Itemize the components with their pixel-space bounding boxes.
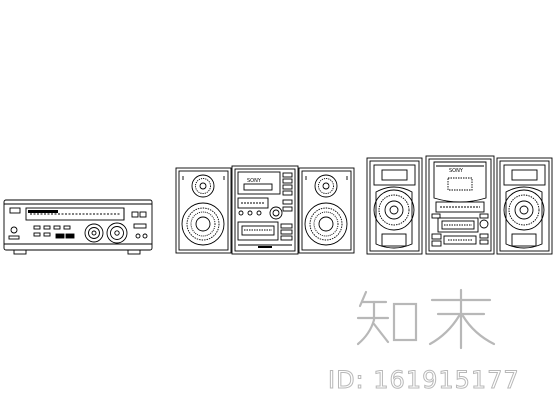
stereo2-left-speaker: [366, 157, 423, 255]
stereo2-brand: SONY: [449, 168, 464, 174]
stereo1-left-speaker: [175, 167, 232, 254]
woofer: [181, 202, 225, 246]
input-selector-knob: [84, 223, 104, 243]
cassette-deck: [237, 221, 279, 241]
stereo2-display: [435, 201, 485, 213]
cd-lid: [237, 171, 281, 195]
tweeter: [314, 174, 338, 198]
stereo2-right-speaker: [496, 157, 553, 255]
stereo1-volume-knob: [269, 206, 283, 220]
watermark-id: ID: 161915177: [328, 366, 520, 395]
cassette-deck: [437, 217, 479, 233]
receiver-button-row: [33, 225, 75, 239]
tweeter: [191, 174, 215, 198]
woofer: [503, 189, 545, 231]
stereo1-center-unit: SONY: [231, 165, 299, 255]
volume-knob: [106, 222, 128, 244]
stereo2-center-unit: SONY: [425, 155, 495, 255]
stereo1-right-speaker: [298, 167, 355, 254]
woofer: [304, 202, 348, 246]
av-receiver: [3, 199, 153, 255]
receiver-foot-left: [13, 249, 27, 255]
stereo2-volume-knob: [479, 219, 489, 229]
mini-stereo-2: SONY: [366, 155, 553, 255]
stereo1-brand: SONY: [247, 178, 262, 184]
woofer: [373, 189, 415, 231]
power-button: [10, 226, 18, 234]
receiver-foot-right: [127, 249, 141, 255]
stereo1-display: [237, 197, 269, 209]
mini-stereo-1: SONY: [175, 165, 355, 255]
watermark-logo: [356, 288, 496, 350]
receiver-body: [3, 199, 153, 251]
